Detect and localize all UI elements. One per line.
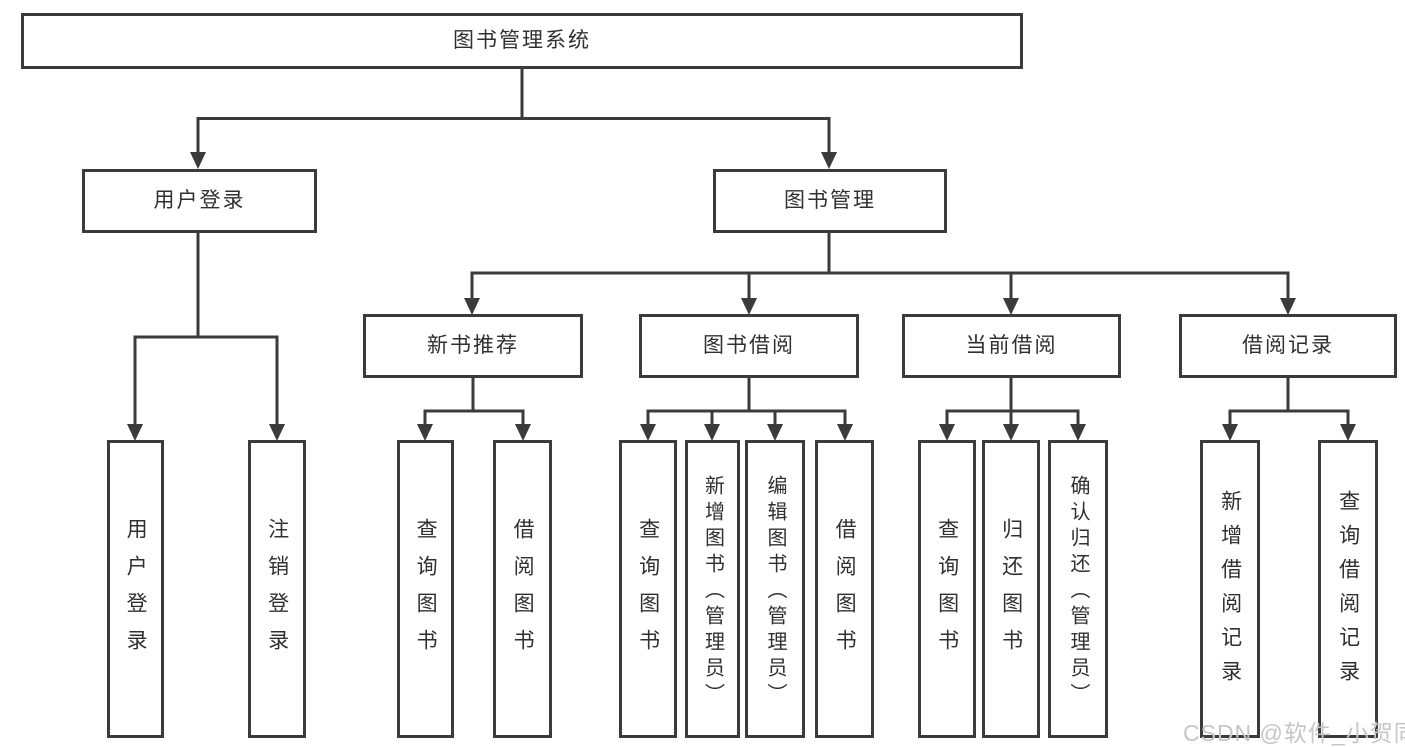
node-borrowing-records: 借阅记录 [1179,314,1397,378]
node-new-book-recommend: 新书推荐 [363,314,583,378]
leaf-query-borrow-record: 查询借阅记录 [1318,440,1378,738]
leaf-query-books-borrow: 查询图书 [619,440,677,738]
node-book-management: 图书管理 [713,169,947,233]
node-root-system: 图书管理系统 [21,13,1023,69]
leaf-borrow-books: 借阅图书 [815,440,874,738]
leaf-edit-books-admin: 编辑图书（管理员） [745,440,805,738]
leaf-user-login: 用户登录 [107,440,164,738]
leaf-borrow-books-recommend: 借阅图书 [493,440,552,738]
leaf-query-books-recommend: 查询图书 [397,440,454,738]
node-current-borrowing: 当前借阅 [902,314,1121,378]
csdn-watermark: CSDN @软件_小贺同学 [1183,720,1405,746]
leaf-add-books-admin: 新增图书（管理员） [685,440,740,738]
leaf-confirm-return-admin: 确认归还（管理员） [1048,440,1108,738]
node-book-borrowing: 图书借阅 [639,314,859,378]
leaf-logout: 注销登录 [248,440,306,738]
leaf-return-books: 归还图书 [982,440,1040,738]
leaf-add-borrow-record: 新增借阅记录 [1200,440,1260,738]
leaf-query-books-current: 查询图书 [918,440,976,738]
node-user-login: 用户登录 [82,169,317,233]
